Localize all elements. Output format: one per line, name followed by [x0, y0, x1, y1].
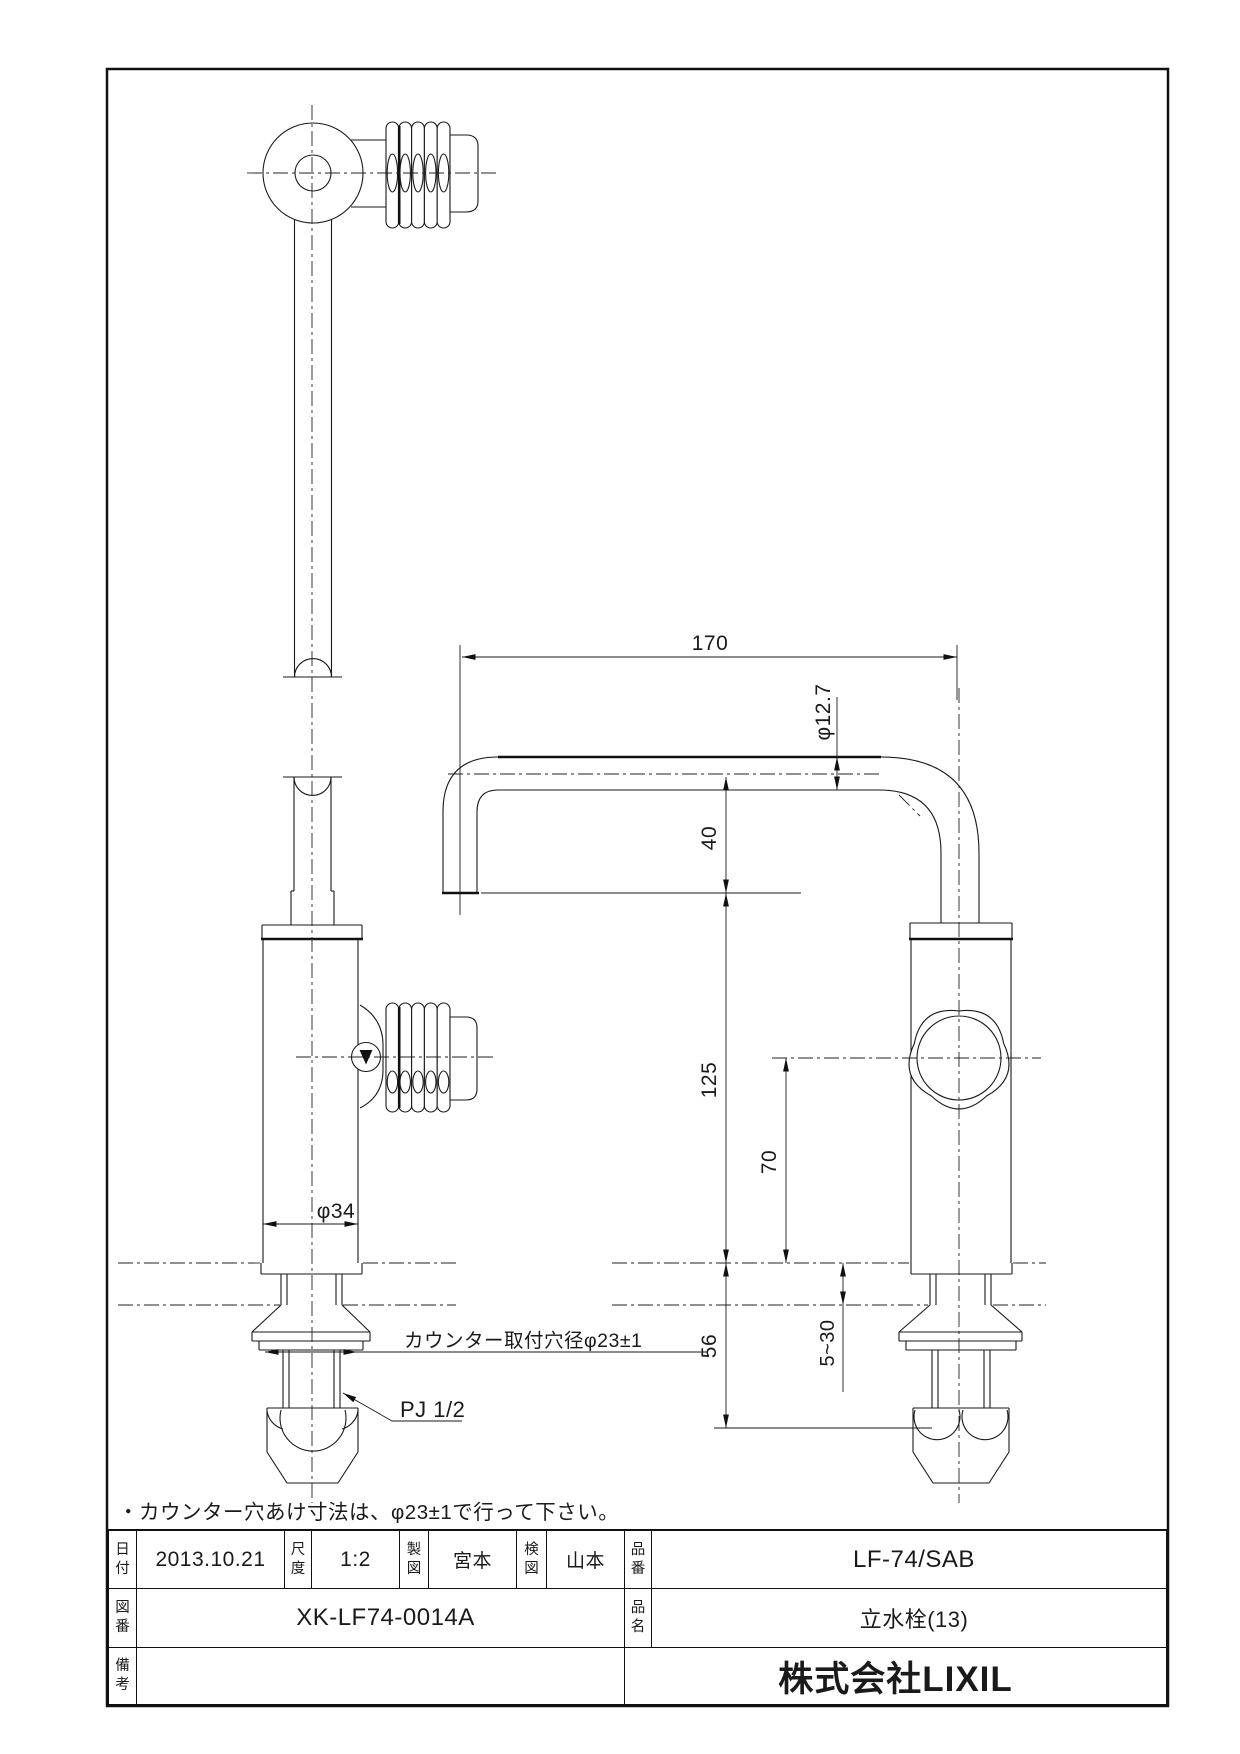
- dim-under-counter: 56: [698, 1334, 721, 1358]
- dim-body-height: 125: [698, 1062, 721, 1099]
- dim-spout-drop: 40: [698, 826, 721, 850]
- centerlines: [118, 105, 1046, 1503]
- scale-value: 1:2: [312, 1531, 400, 1589]
- drawing-no-label: 図番: [109, 1589, 137, 1648]
- drawing-border: [105, 67, 1170, 1708]
- scale-label: 尺度: [285, 1531, 312, 1589]
- top-view: [262, 121, 479, 678]
- drawing-no-value: XK-LF74-0014A: [137, 1589, 625, 1648]
- company-name: 株式会社LIXIL: [778, 1659, 1013, 1699]
- checker-label: 検図: [517, 1531, 547, 1589]
- thread-label: PJ 1/2: [400, 1397, 465, 1422]
- dim-handle-height: 70: [758, 1150, 781, 1174]
- front-view: [251, 776, 478, 1484]
- title-block-row-3: 備考 株式会社LIXIL: [109, 1648, 1166, 1704]
- checker-value: 山本: [547, 1531, 625, 1589]
- dim-body-dia: φ34: [317, 1200, 355, 1223]
- flow-direction-arrow-icon: [359, 1050, 373, 1065]
- drilling-note: ・カウンター穴あけ寸法は、φ23±1で行って下さい。: [118, 1501, 619, 1524]
- part-no-value: LF-74/SAB: [652, 1531, 1166, 1589]
- product-name-label: 品名: [625, 1589, 652, 1648]
- dim-spout-dia: φ12.7: [812, 684, 835, 741]
- date-value: 2013.10.21: [137, 1531, 285, 1589]
- title-block-row-1: 日付 2013.10.21 尺度 1:2 製図 宮本 検図 山本 品番 LF-7…: [109, 1531, 1166, 1589]
- dim-counter-thickness: 5~30: [817, 1319, 839, 1366]
- remarks-value: [137, 1648, 625, 1704]
- date-label: 日付: [109, 1531, 137, 1589]
- counter-hole-label: カウンター取付穴径φ23±1: [404, 1330, 642, 1352]
- side-view: [442, 755, 1023, 1484]
- remarks-label: 備考: [109, 1648, 137, 1704]
- drafter-label: 製図: [400, 1531, 429, 1589]
- dim-spout-reach: 170: [692, 632, 729, 655]
- dimension-lines: [263, 645, 958, 1429]
- title-block-row-2: 図番 XK-LF74-0014A 品名 立水栓(13): [109, 1589, 1166, 1648]
- part-no-label: 品番: [625, 1531, 652, 1589]
- title-block: 日付 2013.10.21 尺度 1:2 製図 宮本 検図 山本 品番 LF-7…: [107, 1529, 1168, 1706]
- drafter-value: 宮本: [429, 1531, 517, 1589]
- product-name-value: 立水栓(13): [652, 1589, 1166, 1648]
